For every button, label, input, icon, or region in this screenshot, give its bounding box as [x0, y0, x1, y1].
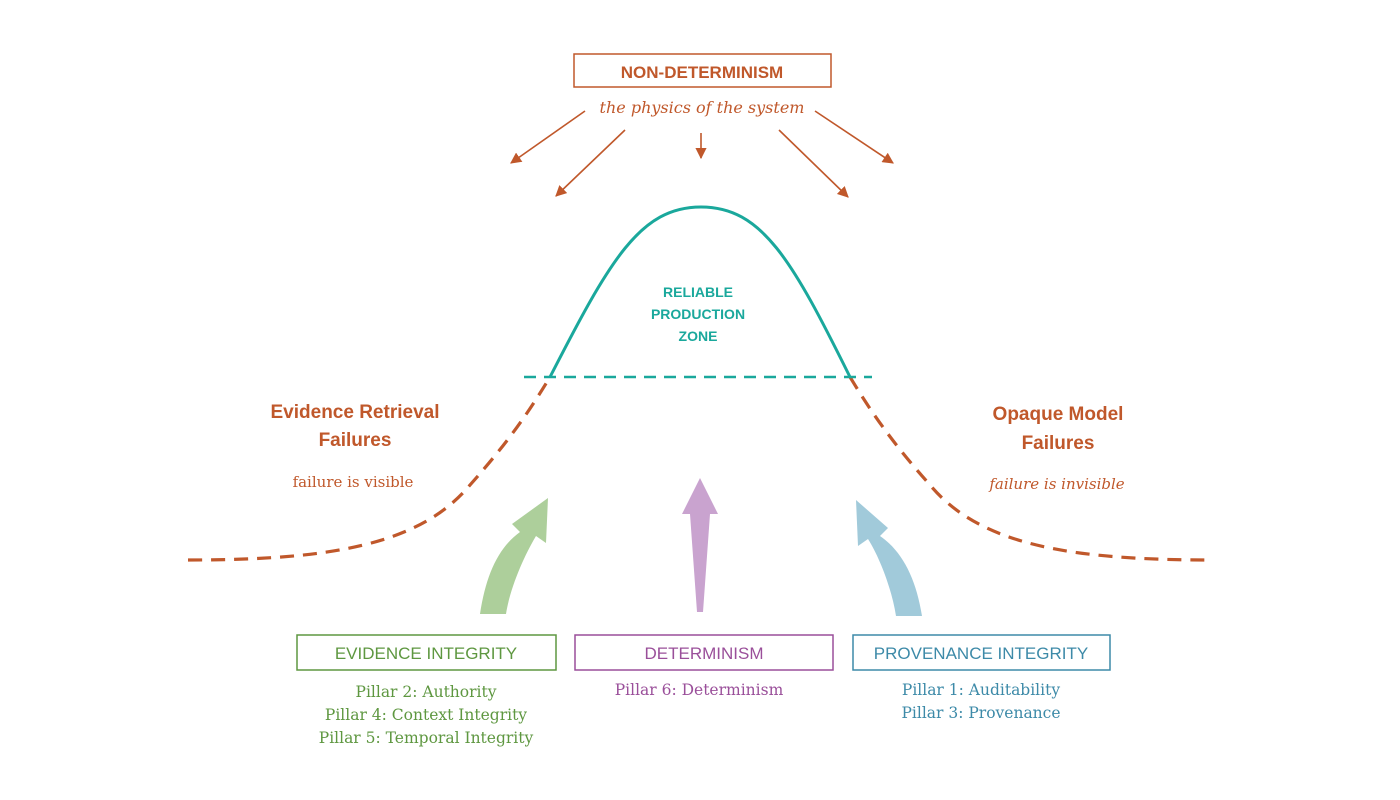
- right-title-line-1: Opaque Model: [993, 404, 1124, 425]
- left-title-line-1: Evidence Retrieval: [271, 402, 440, 423]
- right-note: failure is invisible: [988, 475, 1124, 493]
- evidence-integrity-label: EVIDENCE INTEGRITY: [335, 644, 517, 663]
- provenance-integrity-label: PROVENANCE INTEGRITY: [874, 644, 1088, 663]
- zone-label-line-3: ZONE: [679, 328, 718, 344]
- arrow-left: [555, 129, 626, 197]
- determinism-pillar-1: Pillar 6: Determinism: [615, 681, 784, 699]
- non-determinism-arrows: [510, 110, 894, 198]
- provenance-pillar-1: Pillar 1: Auditability: [902, 681, 1060, 699]
- right-title-line-2: Failures: [1022, 433, 1095, 454]
- left-title-line-2: Failures: [319, 430, 392, 451]
- provenance-integrity-box: [852, 634, 1111, 671]
- left-failure-curve: [187, 376, 552, 562]
- reliable-zone-curve: [548, 205, 852, 378]
- left-note: failure is visible: [293, 473, 414, 491]
- determinism-box: [574, 634, 834, 671]
- determinism-label: DETERMINISM: [645, 644, 764, 663]
- header-title: NON-DETERMINISM: [621, 63, 783, 82]
- determinism-arrow-icon: [682, 478, 718, 612]
- arrow-right: [778, 129, 849, 198]
- provenance-pillar-2: Pillar 3: Provenance: [901, 704, 1060, 722]
- zone-label-line-2: PRODUCTION: [651, 306, 745, 322]
- zone-label-line-1: RELIABLE: [663, 284, 733, 300]
- header-subtitle: the physics of the system: [600, 98, 805, 117]
- right-failure-curve: [848, 376, 1213, 562]
- evidence-pillar-2: Pillar 4: Context Integrity: [325, 706, 527, 724]
- evidence-integrity-box: [296, 634, 557, 671]
- arrow-far-right: [814, 110, 894, 164]
- evidence-integrity-arrow-icon: [480, 498, 548, 614]
- header-box: [573, 53, 832, 88]
- arrow-far-left: [510, 110, 586, 164]
- evidence-pillar-3: Pillar 5: Temporal Integrity: [319, 729, 534, 747]
- evidence-pillar-1: Pillar 2: Authority: [356, 683, 497, 701]
- provenance-integrity-arrow-icon: [856, 500, 922, 616]
